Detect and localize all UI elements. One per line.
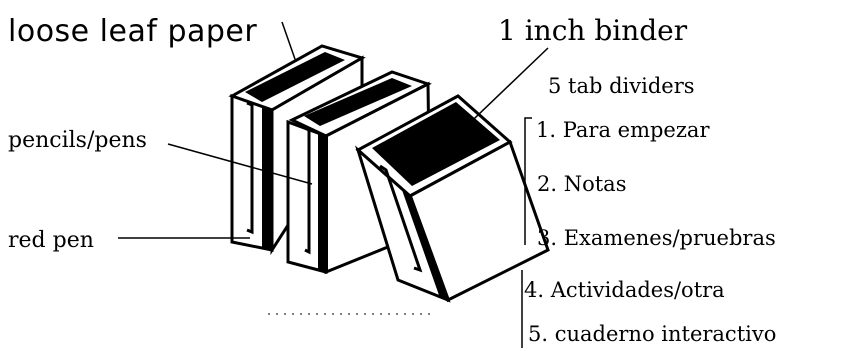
label-pencils-pens: pencils/pens [8, 128, 147, 153]
binder-leader-line [453, 47, 549, 139]
paper-leader-line [281, 21, 297, 63]
dividers-bracket-upper [524, 117, 532, 245]
divider-item: 2. Notas [537, 172, 627, 196]
divider-item: 1. Para empezar [536, 118, 710, 142]
label-red-pen: red pen [8, 228, 94, 253]
book-binder [354, 94, 550, 303]
divider-item: 3. Examenes/pruebras [537, 226, 776, 250]
label-tab-dividers: 5 tab dividers [548, 74, 695, 98]
divider-item: 4. Actividades/otra [524, 278, 725, 302]
divider-item: 5. cuaderno interactivo [528, 322, 777, 346]
label-binder: 1 inch binder [498, 14, 688, 47]
label-loose-leaf-paper: loose leaf paper [8, 14, 258, 49]
pencils-leader-line [167, 143, 313, 185]
